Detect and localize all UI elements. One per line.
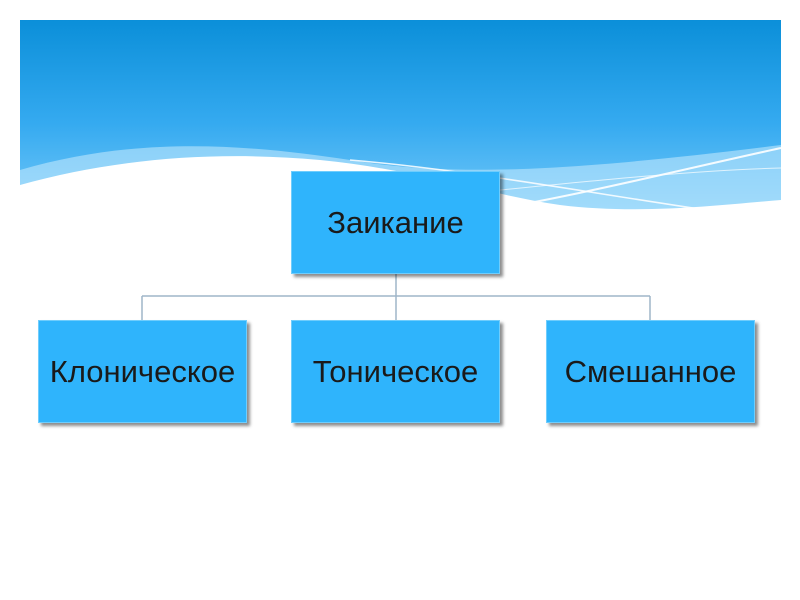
child-node-label: Смешанное xyxy=(565,354,737,390)
child-node-label: Клоническое xyxy=(50,354,235,390)
root-node-box: Заикание xyxy=(291,171,500,274)
child-node-label: Тоническое xyxy=(313,354,478,390)
child-node-box-tonic: Тоническое xyxy=(291,320,500,423)
root-node-label: Заикание xyxy=(327,205,463,241)
child-node-box-clonic: Клоническое xyxy=(38,320,247,423)
child-node-box-mixed: Смешанное xyxy=(546,320,755,423)
